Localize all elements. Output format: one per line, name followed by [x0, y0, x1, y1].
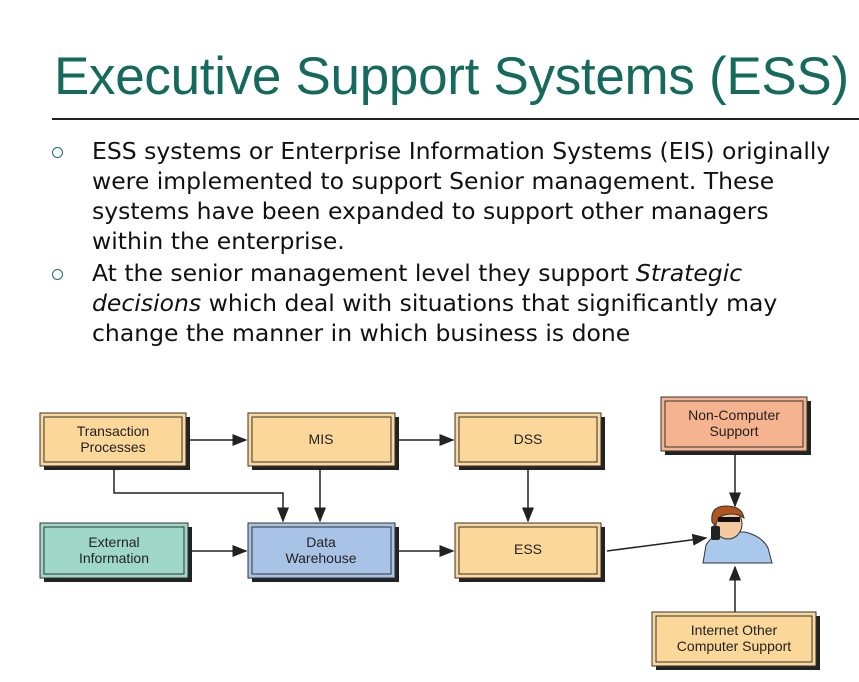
bullet-item: ESS systems or Enterprise Information Sy… — [52, 136, 842, 256]
box-ess: ESS — [454, 522, 605, 582]
box-data-warehouse: Data Warehouse — [247, 522, 399, 582]
svg-text:Computer Support: Computer Support — [677, 638, 792, 654]
bullet-text: which deal with situations that signific… — [92, 289, 778, 347]
svg-text:ESS: ESS — [514, 541, 542, 557]
bullet-circle-icon — [52, 269, 63, 280]
svg-text:Transaction: Transaction — [77, 423, 150, 439]
bullet-text: ESS systems or Enterprise Information Sy… — [92, 137, 831, 255]
svg-text:Support: Support — [709, 423, 758, 439]
svg-text:Non-Computer: Non-Computer — [688, 407, 780, 423]
title-divider — [52, 118, 859, 120]
box-internet-computer-support: Internet Other Computer Support — [651, 611, 820, 670]
slide-title: Executive Support Systems (ESS) — [54, 47, 849, 106]
svg-text:External: External — [88, 534, 139, 550]
box-mis: MIS — [247, 412, 399, 470]
box-external-information: External Information — [39, 522, 192, 582]
bullet-circle-icon — [52, 147, 63, 158]
box-dss: DSS — [454, 412, 605, 470]
svg-text:Processes: Processes — [80, 439, 145, 455]
connector-arrows — [113, 434, 741, 612]
executive-person-icon — [702, 505, 773, 564]
svg-text:Information: Information — [79, 550, 149, 566]
bullet-text: At the senior management level they supp… — [92, 259, 636, 287]
bullet-emphasis: Strategic decisions — [92, 259, 743, 317]
svg-text:DSS: DSS — [514, 431, 543, 447]
svg-text:Data: Data — [306, 534, 336, 550]
svg-text:Internet Other: Internet Other — [691, 622, 778, 638]
box-transaction-processes: Transaction Processes — [39, 412, 190, 470]
bullet-item: At the senior management level they supp… — [52, 258, 842, 348]
box-non-computer-support: Non-Computer Support — [660, 396, 811, 455]
svg-text:MIS: MIS — [309, 431, 334, 447]
svg-text:Warehouse: Warehouse — [285, 550, 356, 566]
bullet-list: ESS systems or Enterprise Information Sy… — [52, 136, 842, 350]
